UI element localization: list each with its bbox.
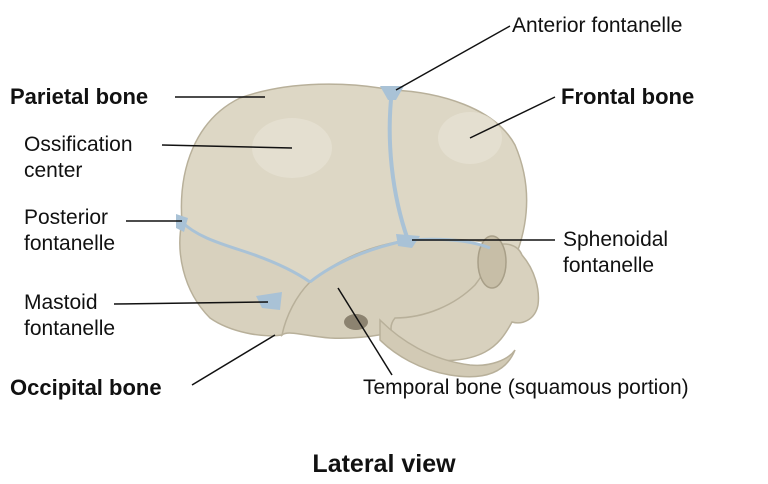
mastoid-fontanelle-shape bbox=[256, 292, 282, 310]
label-sphenoidal-fontanelle-line2: fontanelle bbox=[563, 254, 655, 277]
label-temporal-bone: Temporal bone (squamous portion) bbox=[363, 376, 689, 399]
label-anterior-fontanelle: Anterior fontanelle bbox=[512, 14, 683, 37]
label-parietal-bone: Parietal bone bbox=[10, 84, 149, 109]
label-ossification-center-line2: center bbox=[24, 159, 83, 182]
leader-mastoid-fontanelle bbox=[113, 301, 269, 305]
leader-occipital-bone bbox=[191, 334, 276, 386]
label-sphenoidal-fontanelle-line1: Sphenoidal bbox=[563, 228, 669, 251]
sphenoidal-fontanelle-shape bbox=[396, 234, 420, 248]
label-frontal-bone: Frontal bone bbox=[561, 84, 695, 109]
lambdoid-suture bbox=[180, 220, 311, 284]
mandible-shape bbox=[379, 318, 516, 378]
coronal-suture bbox=[387, 89, 410, 241]
label-mastoid-fontanelle-line2: fontanelle bbox=[24, 317, 116, 340]
label-mastoid-fontanelle-line1: Mastoid bbox=[24, 291, 98, 314]
label-posterior-fontanelle-line2: fontanelle bbox=[24, 232, 116, 255]
label-ossification-center-line1: Ossification bbox=[24, 133, 133, 156]
leader-frontal-bone bbox=[469, 96, 556, 139]
leader-temporal-bone bbox=[337, 287, 393, 376]
leader-ossification-center bbox=[161, 144, 293, 149]
figure-caption: Lateral view bbox=[312, 450, 456, 478]
orbit-shape bbox=[477, 235, 507, 289]
label-posterior-fontanelle-line1: Posterior bbox=[24, 206, 109, 229]
posterior-fontanelle-shape bbox=[176, 214, 188, 232]
label-occipital-bone: Occipital bone bbox=[10, 375, 162, 400]
leader-anterior-fontanelle bbox=[395, 25, 511, 91]
